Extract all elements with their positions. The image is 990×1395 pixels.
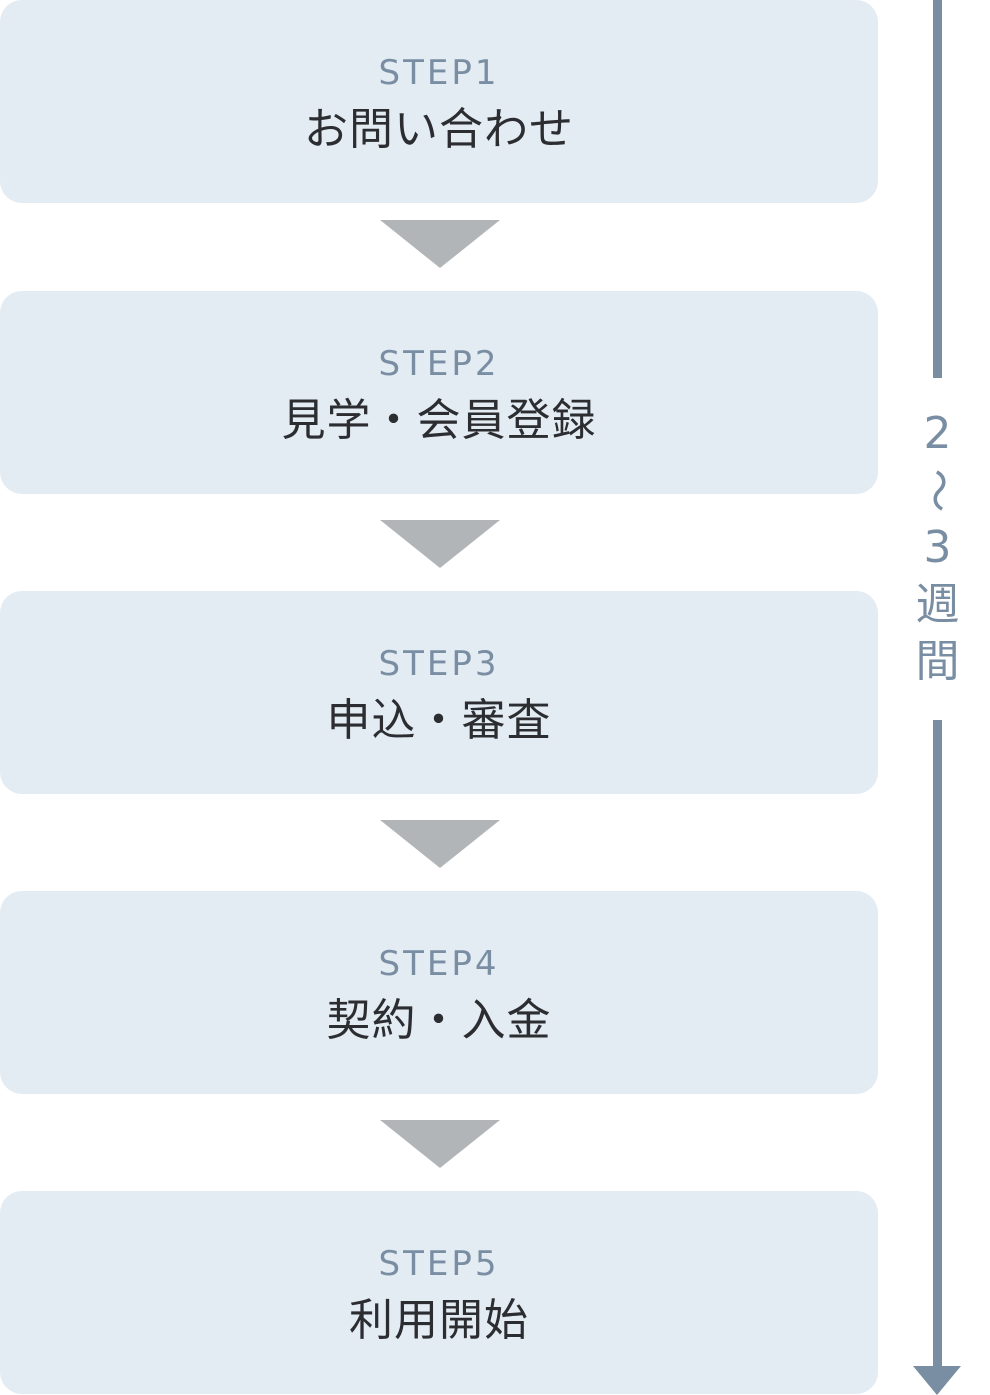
down-arrow-icon xyxy=(380,220,500,268)
duration-char: 3 xyxy=(923,522,952,573)
timeline-line-bottom xyxy=(933,720,942,1370)
step-title: 利用開始 xyxy=(349,1295,529,1346)
step-label: STEP1 xyxy=(378,53,500,93)
down-arrow-icon xyxy=(380,820,500,868)
step-title: 見学・会員登録 xyxy=(281,395,597,446)
step-3-box: STEP3 申込・審査 xyxy=(0,591,878,794)
step-title: 契約・入金 xyxy=(326,995,552,1046)
step-label: STEP2 xyxy=(378,344,500,384)
duration-char: 間 xyxy=(915,636,960,687)
duration-label: 2 〜 3 週 間 xyxy=(900,405,975,690)
down-arrow-icon xyxy=(380,1120,500,1168)
step-2-box: STEP2 見学・会員登録 xyxy=(0,291,878,494)
down-arrow-icon xyxy=(380,520,500,568)
timeline-arrowhead-icon xyxy=(913,1366,961,1395)
timeline-line-top xyxy=(933,0,942,378)
step-label: STEP5 xyxy=(378,1244,500,1284)
duration-char: 2 xyxy=(923,408,952,459)
step-title: 申込・審査 xyxy=(326,695,552,746)
duration-char: 週 xyxy=(915,579,960,630)
step-label: STEP3 xyxy=(378,644,500,684)
step-title: お問い合わせ xyxy=(304,104,574,155)
step-1-box: STEP1 お問い合わせ xyxy=(0,0,878,203)
duration-char: 〜 xyxy=(912,468,963,513)
step-4-box: STEP4 契約・入金 xyxy=(0,891,878,1094)
step-label: STEP4 xyxy=(378,944,500,984)
step-5-box: STEP5 利用開始 xyxy=(0,1191,878,1394)
